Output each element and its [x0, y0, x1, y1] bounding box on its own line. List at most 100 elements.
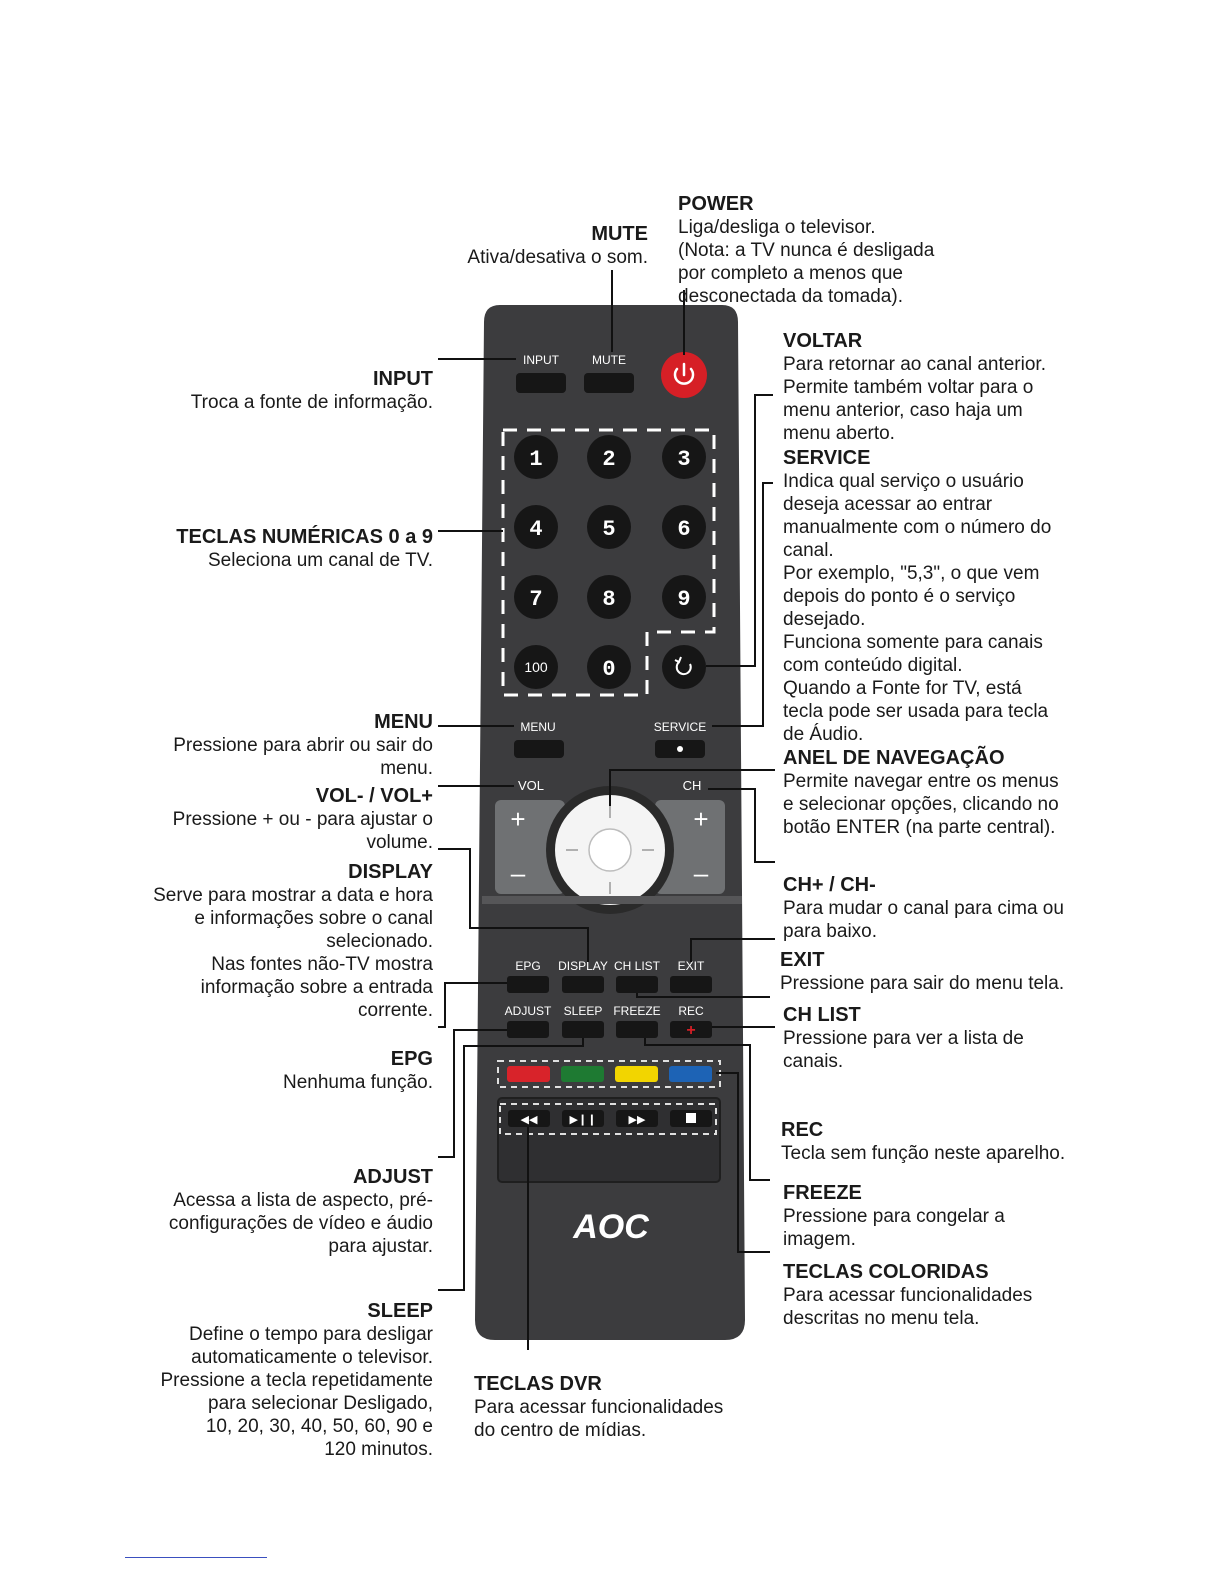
exit-label: EXIT [678, 959, 705, 973]
digit-label-6: 6 [677, 517, 690, 542]
red-button[interactable] [507, 1066, 550, 1082]
input-button[interactable] [516, 373, 566, 393]
digit-label-100: 100 [524, 659, 548, 675]
exit-title: EXIT [780, 949, 825, 971]
vol-text: Pressione + ou - para ajustar o volume. [172, 809, 433, 853]
dvr-panel [497, 1097, 721, 1183]
chlist-text: Pressione para ver a lista de canais. [783, 1028, 1024, 1072]
sleep-text: Define o tempo para desligar automaticam… [160, 1324, 434, 1460]
freeze-button[interactable] [616, 1021, 658, 1038]
adjust-text: Acessa a lista de aspecto, pré- configur… [168, 1190, 433, 1257]
power-icon [673, 362, 695, 385]
separator-bar [482, 896, 742, 904]
digit-button-3[interactable] [662, 435, 706, 479]
digit-label-2: 2 [602, 447, 615, 472]
digit-label-0: 0 [602, 657, 615, 682]
nav-title: ANEL DE NAVEGAÇÃO [783, 747, 1005, 769]
numeric-text: Seleciona um canal de TV. [208, 550, 433, 571]
display-title: DISPLAY [348, 861, 433, 883]
sleep-button[interactable] [562, 1021, 604, 1038]
epg-button[interactable] [507, 976, 549, 993]
rewind-icon: ◀◀ [521, 1113, 538, 1126]
digit-button-6[interactable] [662, 505, 706, 549]
digit-button-100[interactable] [514, 645, 558, 689]
exit-text: Pressione para sair do menu tela. [780, 973, 1065, 994]
exit-button[interactable] [670, 976, 712, 993]
adjust-label: ADJUST [505, 1004, 552, 1018]
leader-lines [438, 270, 775, 1350]
enter-button[interactable] [588, 828, 632, 872]
sleep-title: SLEEP [367, 1300, 433, 1322]
rewind-button[interactable] [508, 1110, 550, 1127]
yellow-button[interactable] [615, 1066, 658, 1082]
ch-label: CH [683, 778, 702, 793]
rec-button[interactable] [670, 1021, 712, 1038]
digit-label-5: 5 [602, 517, 615, 542]
service-title: SERVICE [783, 447, 871, 469]
rec-title: REC [781, 1119, 824, 1141]
chlist-label: CH LIST [614, 959, 661, 973]
service-label: SERVICE [654, 720, 706, 734]
digit-button-4[interactable] [514, 505, 558, 549]
mute-button[interactable] [584, 373, 634, 393]
dvr-keys-frame [499, 1103, 717, 1135]
blue-button[interactable] [669, 1066, 712, 1082]
forward-button[interactable] [616, 1110, 658, 1127]
chlist-button[interactable] [616, 976, 658, 993]
input-text: Troca a fonte de informação. [190, 392, 433, 413]
numeric-frame [501, 428, 716, 697]
play-pause-button[interactable] [562, 1110, 604, 1127]
digit-button-1[interactable] [514, 435, 558, 479]
rec-dot-icon: + [686, 1022, 695, 1039]
mute-label: MUTE [592, 353, 626, 367]
colored-title: TECLAS COLORIDAS [783, 1261, 989, 1283]
digit-label-4: 4 [529, 517, 542, 542]
digit-label-7: 7 [529, 587, 542, 612]
digit-button-2[interactable] [587, 435, 631, 479]
vol-rocker[interactable] [495, 800, 565, 894]
aoc-logo: AOC [572, 1208, 649, 1246]
ch-minus-icon: – [694, 858, 709, 888]
epg-title: EPG [390, 1048, 433, 1070]
menu-button[interactable] [514, 740, 564, 758]
mute-text: Ativa/desativa o som. [467, 247, 648, 268]
input-title: INPUT [373, 368, 433, 390]
ch-title: CH+ / CH- [783, 874, 876, 896]
freeze-text: Pressione para congelar a imagem. [783, 1206, 1005, 1250]
numeric-title: TECLAS NUMÉRICAS 0 a 9 [176, 526, 433, 548]
voltar-button[interactable] [662, 645, 706, 689]
ch-rocker[interactable] [655, 800, 725, 894]
digit-button-0[interactable] [587, 645, 631, 689]
vol-label: VOL [518, 778, 544, 793]
display-button[interactable] [562, 976, 604, 993]
mute-title: MUTE [591, 223, 648, 245]
footnote-rule [125, 1557, 267, 1558]
digit-button-8[interactable] [587, 575, 631, 619]
epg-label: EPG [515, 959, 540, 973]
green-button[interactable] [561, 1066, 604, 1082]
digit-button-7[interactable] [514, 575, 558, 619]
digit-button-5[interactable] [587, 505, 631, 549]
power-text: Liga/desliga o televisor. (Nota: a TV nu… [678, 217, 935, 307]
menu-title: MENU [374, 711, 433, 733]
menu-label: MENU [520, 720, 555, 734]
digit-button-9[interactable] [662, 575, 706, 619]
digit-label-8: 8 [602, 587, 615, 612]
rec-label: REC [678, 1004, 704, 1018]
power-title: POWER [678, 193, 754, 215]
adjust-button[interactable] [507, 1021, 549, 1038]
play-pause-icon: ▶❙❙ [570, 1113, 597, 1126]
forward-icon: ▶▶ [629, 1113, 646, 1126]
